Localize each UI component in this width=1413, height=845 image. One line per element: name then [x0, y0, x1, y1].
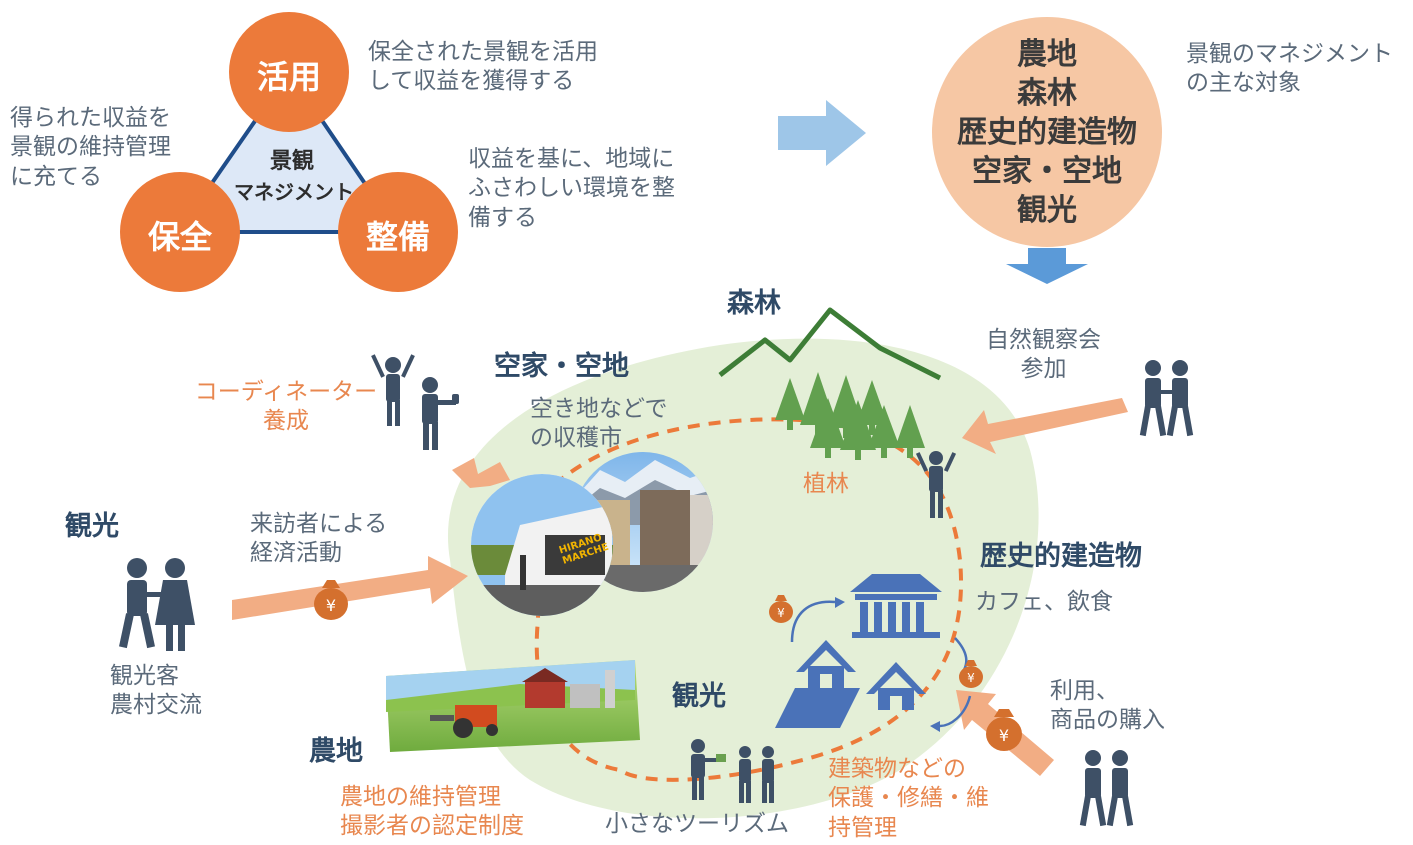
farm-picture	[386, 660, 640, 752]
arrow-observation-icon	[962, 398, 1128, 454]
preservation-label: 建築物などの 保護・修繕・維 持管理	[828, 756, 989, 841]
circle-conserve	[120, 172, 240, 292]
yen-bag-icon-usage: ¥	[986, 709, 1022, 751]
target-item: 歴史的建造物	[957, 115, 1137, 150]
arrow-coordinator-icon	[452, 458, 510, 488]
target-item: 農地	[1017, 37, 1077, 72]
yen-symbol: ¥	[326, 596, 336, 615]
cafe-label: カフェ、飲食	[975, 589, 1113, 615]
farmland-notes: 農地の維持管理 撮影者の認定制度	[340, 784, 524, 840]
market-label: 空き地などで の収穫市	[530, 396, 668, 452]
targets-note: 景観のマネジメント の主な対象	[1186, 41, 1393, 97]
tour-guide-group-icon	[691, 739, 774, 803]
forest-trees	[775, 372, 925, 460]
yen-bag-icon-top: ¥	[769, 595, 793, 623]
yen-bag-icon-right: ¥	[959, 660, 983, 688]
yen-symbol: ¥	[777, 606, 785, 620]
down-arrow-icon	[1006, 248, 1088, 284]
yen-symbol: ¥	[999, 726, 1009, 745]
coordinator-label: コーディネーター 養成	[194, 379, 378, 435]
right-arrow-icon	[778, 100, 866, 166]
circle-maintain	[338, 172, 458, 292]
observation-label: 自然観察会 参加	[986, 327, 1101, 383]
flow-arrowhead-icon	[835, 597, 845, 608]
farmland-heading: 農地	[309, 736, 363, 767]
target-item: 観光	[1017, 193, 1077, 228]
note-utilize: 保全された景観を活用 して収益を獲得する	[368, 39, 598, 95]
tourism-bottom-heading: 観光	[672, 681, 726, 712]
flow-arrow-icon	[790, 600, 836, 643]
land-plot-icon	[775, 688, 860, 728]
couple-shopping-icon	[1079, 750, 1134, 827]
management-center-line2: マネジメント	[234, 180, 354, 204]
tourism-left-heading: 観光	[65, 511, 119, 542]
management-center-line1: 景観	[269, 149, 314, 174]
person-thumbs-up-icon	[422, 377, 459, 450]
cycle-dashed-loop	[534, 417, 963, 782]
circle-utilize	[229, 12, 349, 132]
person-planting-icon	[915, 451, 957, 518]
economy-label: 来訪者による 経済活動	[250, 511, 388, 567]
usage-label: 利用、 商品の購入	[1050, 678, 1165, 734]
flow-arrow-icon-3	[939, 695, 972, 728]
management-triangle	[176, 70, 400, 234]
arrow-economy-icon	[232, 556, 468, 620]
targets-list: 農地 森林 歴史的建造物 空家・空地 観光	[947, 35, 1147, 230]
house-icon	[796, 640, 856, 690]
target-item: 空家・空地	[972, 154, 1122, 189]
note-maintain: 収益を基に、地域に ふさわしい環境を整 備する	[468, 146, 675, 231]
couple-walking-icon-right	[1139, 360, 1194, 437]
targets-circle	[932, 17, 1162, 247]
vacant-heading: 空家・空地	[494, 351, 629, 382]
utilize-label: 活用	[256, 58, 321, 96]
couple-walking-icon-left	[119, 558, 195, 651]
flow-arrowhead-icon-2	[930, 721, 940, 732]
visitors-label: 観光客 農村交流	[110, 663, 202, 719]
yen-bag-icon-left: ¥	[314, 580, 348, 620]
house-icon-2	[866, 662, 926, 710]
planting-label: 植林	[803, 471, 849, 497]
note-conserve: 得られた収益を 景観の維持管理 に充てる	[10, 105, 171, 190]
market-photo	[471, 474, 613, 616]
yen-symbol: ¥	[967, 671, 975, 685]
historic-building-icon	[850, 574, 942, 638]
forest-heading: 森林	[727, 288, 781, 319]
historic-heading: 歴史的建造物	[980, 541, 1142, 572]
maintain-label: 整備	[365, 218, 430, 256]
person-cheering-icon	[371, 354, 415, 426]
mountain-outline	[718, 307, 942, 381]
conserve-label: 保全	[147, 218, 212, 256]
target-item: 森林	[1017, 76, 1077, 111]
small-tourism-label: 小さなツーリズム	[605, 811, 789, 837]
